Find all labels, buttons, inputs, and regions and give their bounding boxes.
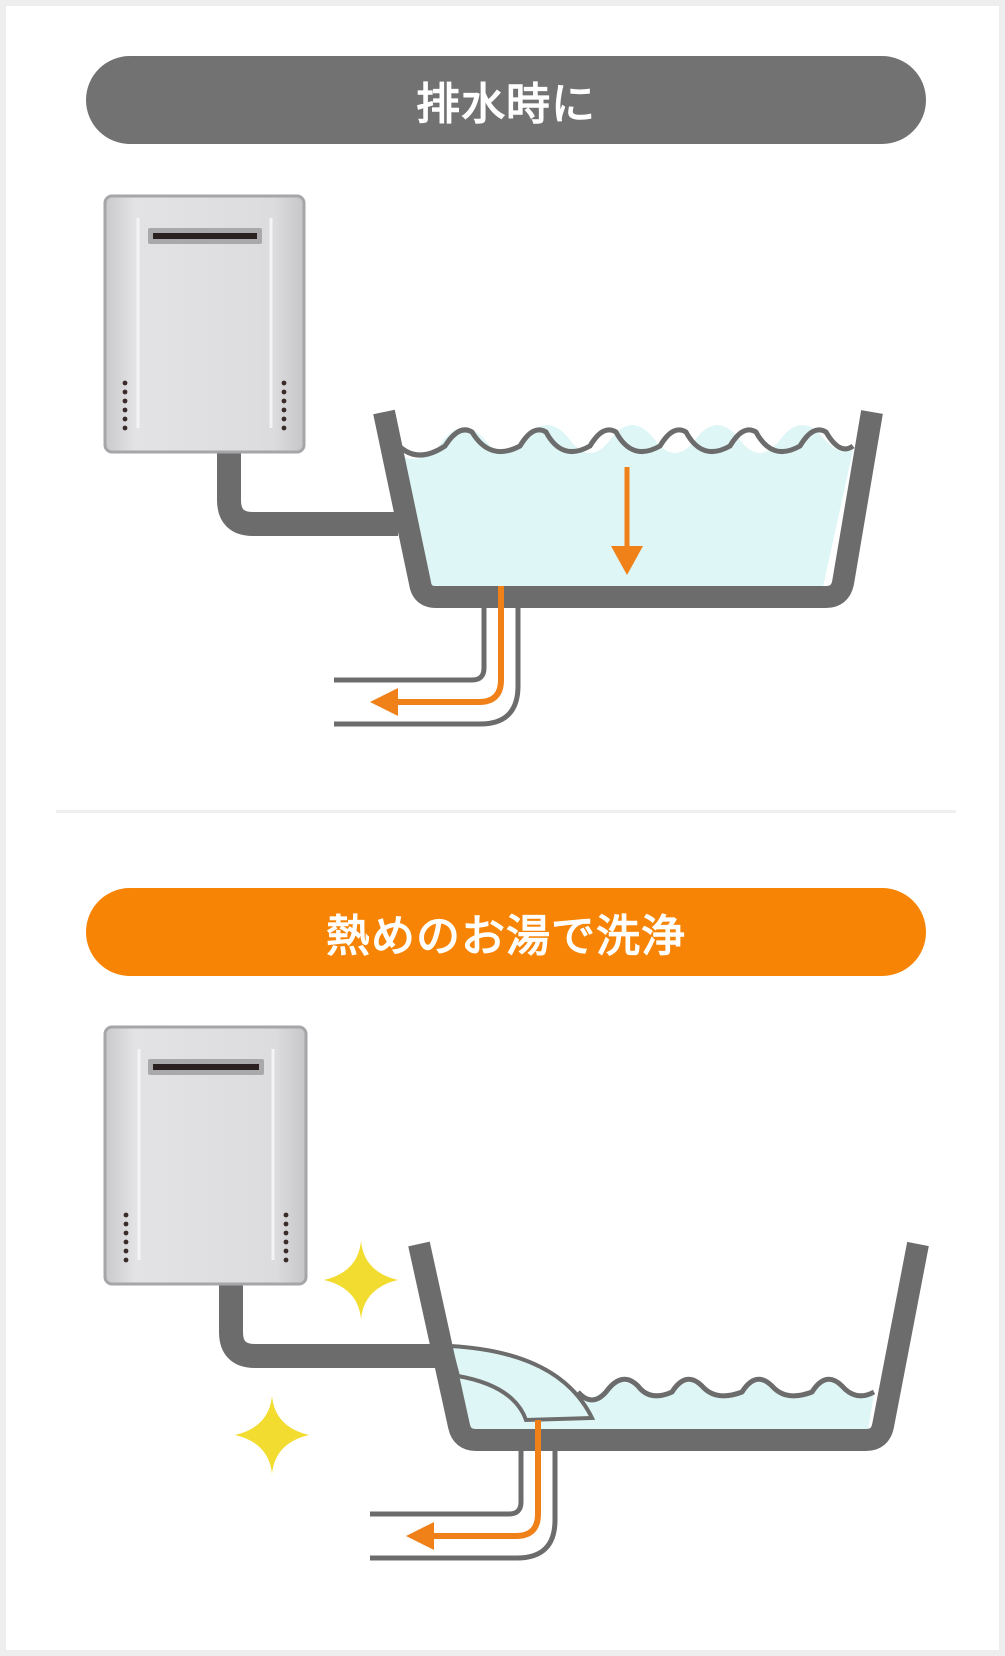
- supply-pipe: [217, 452, 398, 536]
- water-surface: [397, 427, 855, 458]
- drain-title: 排水時に: [416, 79, 596, 130]
- hot-water-title: 熱めのお湯で洗浄: [326, 911, 686, 962]
- hot-water-title-banner: 熱めのお湯で洗浄: [86, 888, 926, 976]
- bathtub-icon: [408, 1241, 929, 1451]
- panel-hot-water: [103, 1025, 929, 1561]
- divider: [56, 810, 956, 813]
- drain-pipe-icon: [334, 608, 521, 727]
- flow-arrow-icon: [406, 1420, 541, 1550]
- supply-pipe: [219, 1284, 440, 1368]
- sparkle-icon: [235, 1396, 309, 1474]
- sparkle-icon: [324, 1241, 398, 1319]
- water-heater-icon: [103, 194, 306, 454]
- hot-water-jet: [447, 1343, 596, 1423]
- flow-arrow-icon: [370, 467, 643, 716]
- drain-title-banner: 排水時に: [86, 56, 926, 144]
- water-heater-icon: [103, 1025, 308, 1286]
- panel-drain: [103, 194, 883, 727]
- water-surface: [576, 1376, 876, 1403]
- drain-pipe-icon: [370, 1450, 558, 1561]
- tub-wall: [373, 409, 883, 608]
